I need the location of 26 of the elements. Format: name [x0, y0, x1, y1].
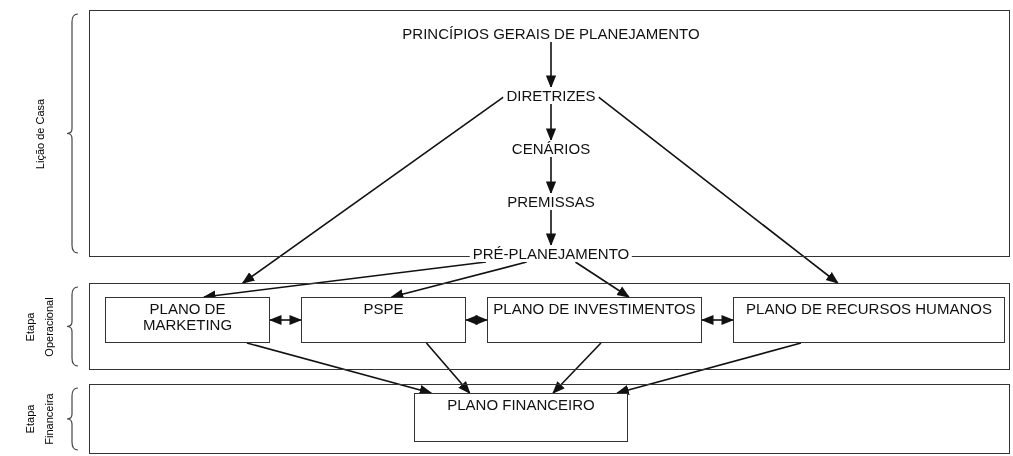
- plan-box: PLANO DE INVESTIMENTOS: [487, 297, 702, 343]
- arrow: [545, 209, 557, 247]
- stage-label: Lição de Casa: [32, 98, 47, 169]
- arrow: [545, 41, 557, 89]
- step-label: DIRETRIZES: [503, 87, 599, 104]
- stage-panel: [89, 384, 1010, 454]
- arrow: [545, 156, 557, 195]
- arrow: [246, 342, 433, 395]
- plan-box: PLANO DE RECURSOS HUMANOS: [733, 297, 1005, 343]
- stage-label: Etapa Operacional: [23, 296, 56, 357]
- arrow: [574, 261, 630, 298]
- arrow: [464, 314, 489, 326]
- arrow: [700, 314, 735, 326]
- arrow: [268, 314, 303, 326]
- plan-box: PLANO DE MARKETING: [105, 297, 270, 343]
- plan-box: PSPE: [301, 297, 466, 343]
- stage-label: Etapa Financeira: [23, 393, 56, 445]
- arrow: [545, 103, 557, 142]
- arrow: [616, 342, 802, 395]
- arrow: [425, 342, 471, 394]
- arrow: [552, 342, 602, 394]
- step-label: PRÉ-PLANEJAMENTO: [469, 245, 633, 262]
- plan-box: PLANO FINANCEIRO: [414, 393, 628, 442]
- arrow: [241, 96, 505, 284]
- arrow: [597, 96, 839, 284]
- stage-panel: [89, 283, 1010, 370]
